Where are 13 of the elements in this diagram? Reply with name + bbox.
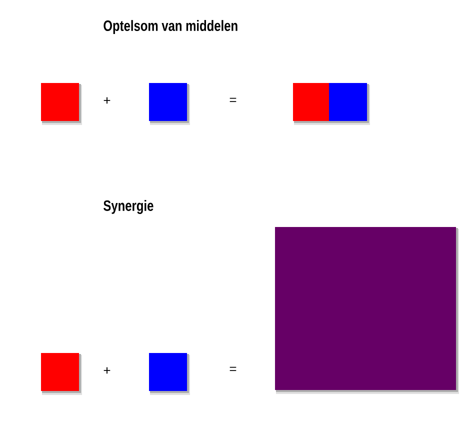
square xyxy=(329,83,370,125)
equals-sign: = xyxy=(230,366,236,371)
square xyxy=(41,83,82,125)
plus-sign: + xyxy=(104,367,110,374)
square xyxy=(41,353,82,395)
section-heading: Synergie xyxy=(104,200,154,214)
square xyxy=(149,83,190,125)
equals-sign: = xyxy=(230,98,236,102)
large-square xyxy=(275,227,459,394)
square xyxy=(149,353,190,395)
square xyxy=(293,83,332,125)
plus-sign: + xyxy=(104,97,110,104)
section-heading: Optelsom van middelen xyxy=(104,20,238,34)
